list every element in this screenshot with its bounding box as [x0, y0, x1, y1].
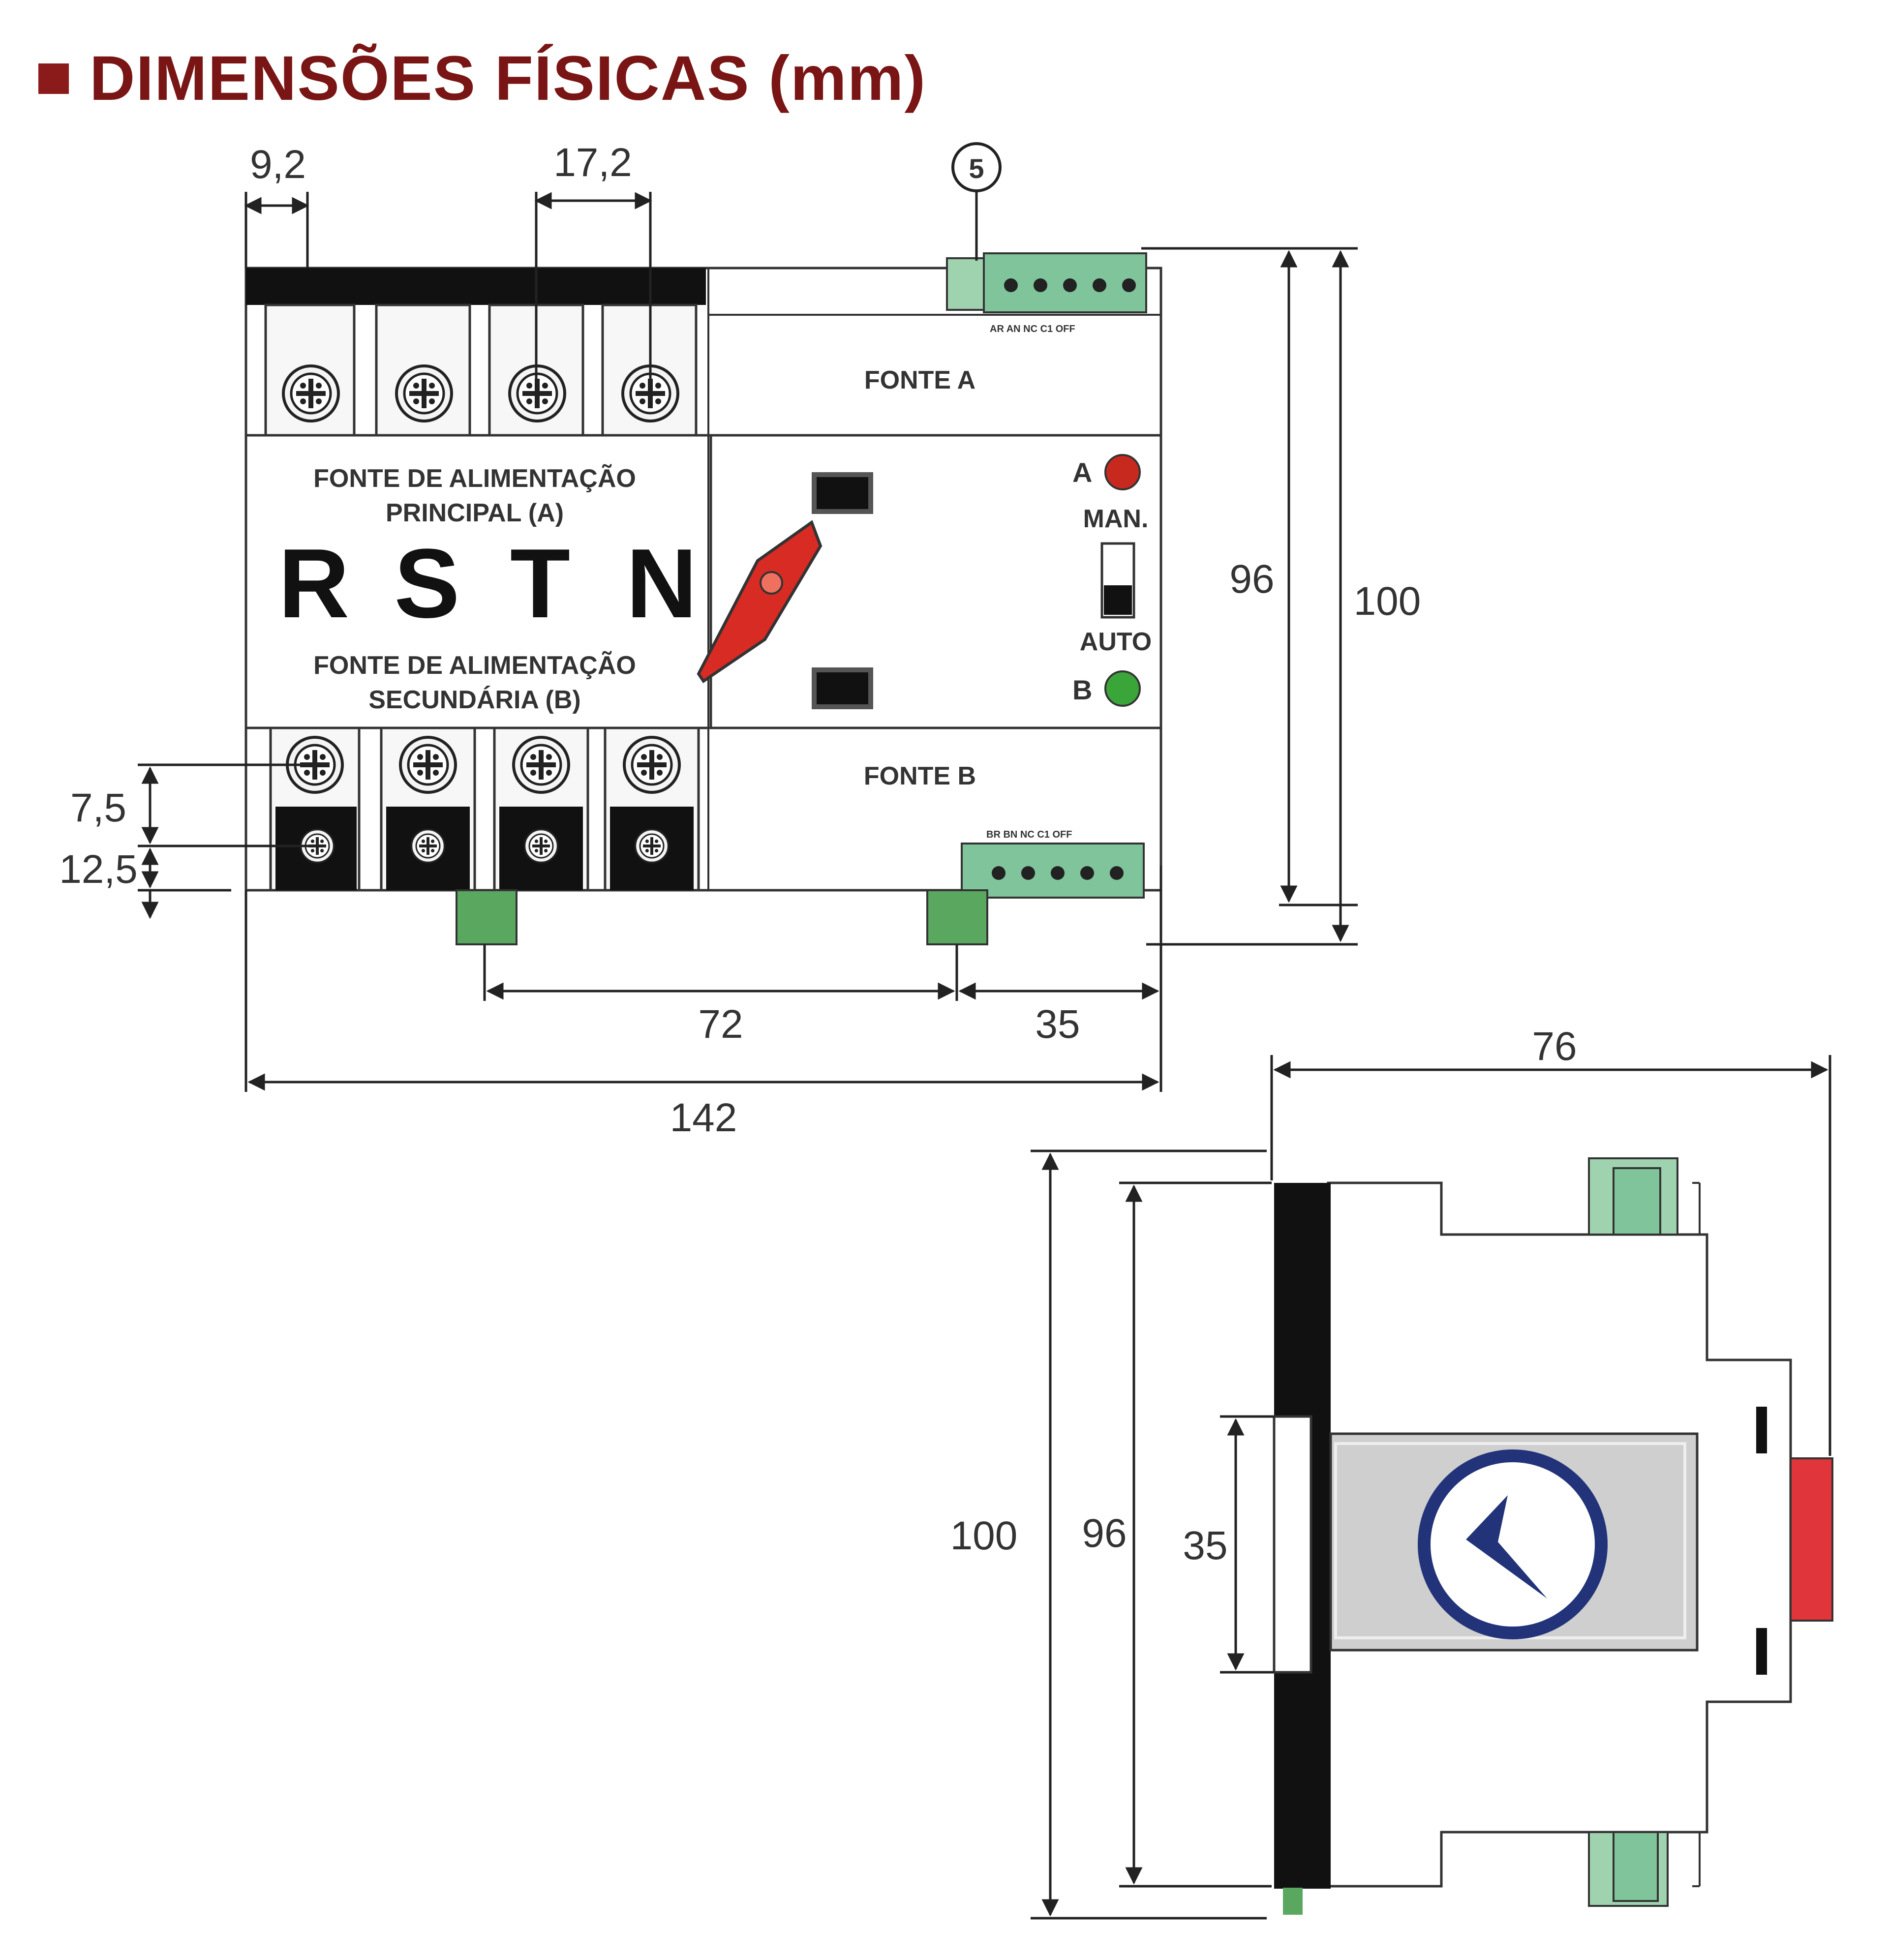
screw-icon — [400, 737, 456, 792]
fonte-a-label: FONTE A — [864, 366, 975, 394]
phase-n: N — [626, 529, 697, 638]
side-din-clip — [1283, 1888, 1303, 1915]
switch-handle-icon — [697, 520, 823, 684]
bottom-connector: BR BN NC C1 OFF — [961, 829, 1145, 899]
dim-clip-spacing: 72 — [698, 1002, 743, 1047]
top-terminal-bar — [246, 268, 706, 305]
primary-source-line2: PRINCIPAL (A) — [386, 499, 564, 527]
side-view: 76 100 96 35 — [950, 1024, 1833, 1920]
page-title: DIMENSÕES FÍSICAS (mm) — [38, 42, 926, 115]
dial-pointer — [1466, 1495, 1547, 1598]
dim-inner-height: 96 — [1229, 557, 1274, 602]
screw-icon — [283, 366, 338, 421]
dim-outer-height: 100 — [1354, 579, 1421, 624]
position-indicator-top — [812, 472, 873, 514]
phase-s: S — [394, 529, 459, 638]
primary-source-line1: FONTE DE ALIMENTAÇÃO — [313, 464, 636, 493]
screw-icon — [514, 737, 569, 792]
din-clip-right — [926, 889, 988, 945]
connector-callout-number: 5 — [969, 153, 984, 184]
fonte-b-label: FONTE B — [864, 762, 976, 790]
phase-r: R — [278, 529, 349, 638]
led-a-label: A — [1072, 457, 1092, 488]
screw-icon — [411, 829, 444, 862]
dim-side-width: 76 — [1532, 1024, 1577, 1069]
side-dimensions — [1031, 1055, 1831, 1920]
led-b-icon — [1104, 670, 1141, 707]
position-indicator-bottom — [812, 667, 873, 709]
side-red-button — [1790, 1457, 1833, 1622]
din-clip-left — [456, 889, 518, 945]
title-bullet — [38, 63, 69, 94]
top-connector-pins: AR AN NC C1 OFF — [990, 324, 1075, 334]
bottom-connector-pins: BR BN NC C1 OFF — [986, 829, 1072, 840]
dim-12-5: 12,5 — [59, 847, 138, 892]
bottom-terminals — [269, 726, 700, 892]
led-a-icon — [1104, 454, 1141, 490]
secondary-source-line2: SECUNDÁRIA (B) — [368, 686, 580, 714]
dim-terminal-pitch: 17,2 — [553, 140, 632, 185]
dial-icon — [1418, 1449, 1608, 1639]
dim-terminal-width: 9,2 — [250, 142, 306, 187]
dim-side-rail: 35 — [1183, 1523, 1227, 1568]
man-label: MAN. — [1083, 505, 1149, 533]
screw-icon — [635, 829, 668, 862]
dim-7-5: 7,5 — [70, 785, 126, 830]
led-b-label: B — [1072, 674, 1092, 705]
secondary-source-line1: FONTE DE ALIMENTAÇÃO — [313, 651, 636, 680]
front-view: AR AN NC C1 OFF 5 BR BN NC C1 OFF FONTE … — [59, 140, 1421, 1140]
screw-icon — [624, 737, 679, 792]
din-rail-notch — [1273, 1415, 1312, 1674]
top-terminals — [264, 303, 698, 437]
front-dimensions — [138, 192, 1358, 1092]
screw-icon — [396, 366, 452, 421]
screw-icon — [524, 829, 557, 862]
front-housing-step — [707, 268, 1161, 890]
dim-side-inner-height: 96 — [1082, 1511, 1127, 1556]
dim-clip-edge: 35 — [1035, 1002, 1080, 1047]
top-connector: AR AN NC C1 OFF — [946, 252, 1147, 334]
phase-t: T — [510, 529, 570, 638]
dim-side-outer-height: 100 — [950, 1513, 1018, 1558]
dim-total-width: 142 — [670, 1095, 737, 1140]
auto-label: AUTO — [1080, 628, 1152, 656]
title-text: DIMENSÕES FÍSICAS (mm) — [90, 43, 927, 114]
